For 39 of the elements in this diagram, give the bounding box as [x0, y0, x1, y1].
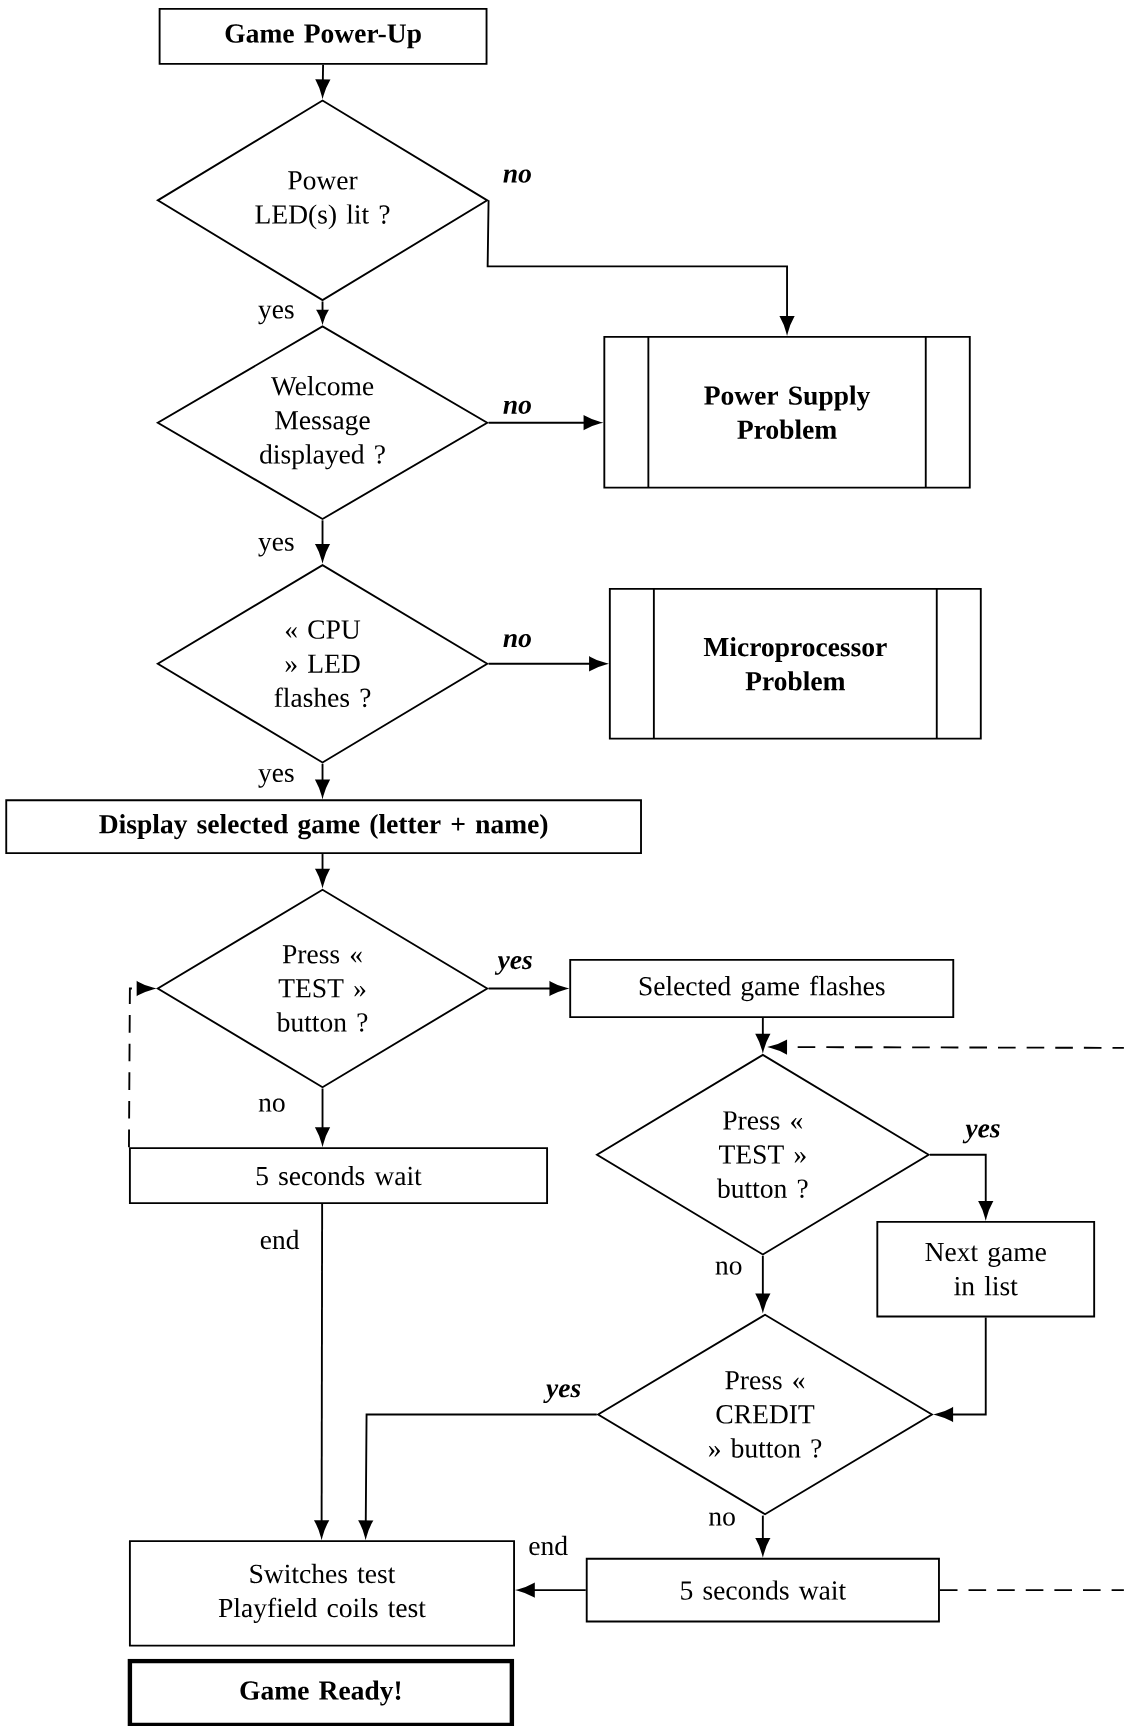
process-box: Next game in list — [876, 1220, 1096, 1318]
edge-label: no — [503, 634, 531, 648]
process-box: Game Power-Up — [158, 7, 488, 65]
edge-label: end — [260, 1229, 300, 1250]
edge-label: yes — [962, 1124, 1000, 1144]
edge-label: no — [258, 1098, 285, 1112]
arrow — [316, 300, 329, 323]
arrow — [314, 1203, 329, 1538]
process-box: 5 seconds wait — [129, 1147, 549, 1205]
edge-label: no — [715, 1261, 742, 1275]
arrow — [487, 981, 567, 996]
arrow — [315, 762, 330, 797]
terminal-box: Game Ready! — [127, 1658, 515, 1726]
arrow — [487, 415, 601, 430]
edge-label: yes — [494, 955, 532, 975]
arrow — [517, 1583, 587, 1598]
process-box: 5 seconds wait — [585, 1557, 940, 1623]
edge-label: no — [503, 400, 531, 414]
edge-label: no — [503, 169, 531, 183]
edge-label: yes — [258, 305, 294, 325]
arrow — [755, 1017, 770, 1051]
arrow — [358, 1413, 598, 1538]
arrow — [487, 656, 607, 671]
arrow — [486, 199, 795, 334]
process-box: Switches test Playfield coils test — [129, 1540, 516, 1647]
arrow — [755, 1254, 770, 1311]
edge-label: yes — [543, 1384, 581, 1404]
process-box: Selected game flashes — [569, 958, 955, 1019]
edge-label: yes — [258, 537, 294, 557]
arrow — [929, 1153, 993, 1219]
subprocess-box: Microprocessor Problem — [608, 588, 982, 740]
arrow — [315, 1087, 330, 1145]
subprocess-box: Power Supply Problem — [603, 335, 971, 489]
arrow — [770, 1040, 1124, 1591]
arrow — [315, 63, 330, 97]
edge-label: end — [529, 1535, 568, 1556]
process-box: Display selected game (letter + name) — [5, 799, 642, 855]
edge-label: yes — [258, 768, 294, 788]
arrow — [755, 1514, 770, 1555]
